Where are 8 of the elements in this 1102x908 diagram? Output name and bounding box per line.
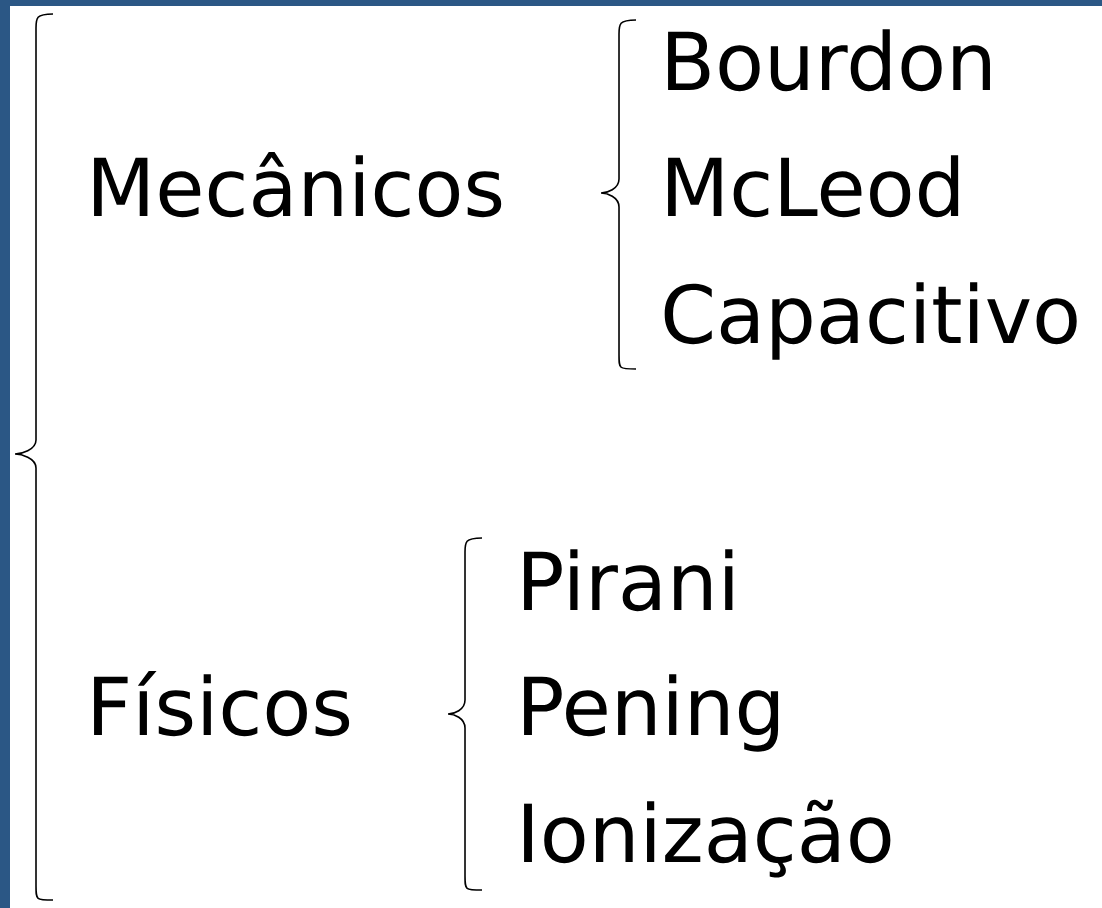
category-label: Mecânicos — [94, 152, 502, 218]
item-label: Pirani — [524, 549, 733, 612]
category-label: Físicos — [94, 671, 350, 737]
item-label: McLeod — [668, 155, 959, 218]
item-label: Ionização — [524, 799, 891, 878]
item-label: Capacitivo — [664, 282, 1077, 360]
item-label: Bourdon — [668, 29, 990, 92]
item-label: Pening — [524, 674, 779, 752]
